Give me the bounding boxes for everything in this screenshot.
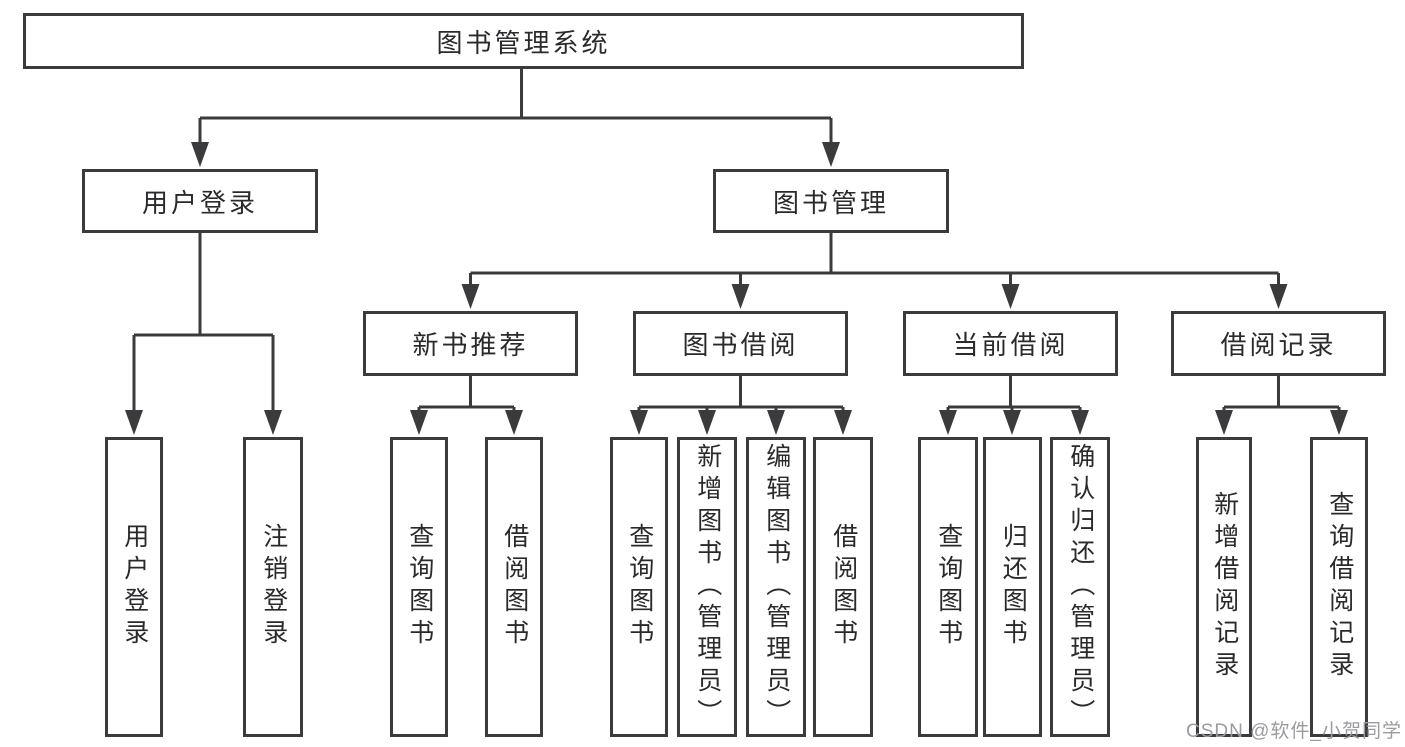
leaf-recommend-borrow-books-label: 借阅图书 bbox=[500, 523, 529, 651]
leaf-logout-label: 注销登录 bbox=[259, 523, 288, 651]
connector-root-to-level2 bbox=[191, 69, 840, 167]
leaf-user-login-label: 用户登录 bbox=[120, 523, 149, 651]
leaf-records-add-record: 新增借阅记录 bbox=[1196, 437, 1252, 737]
node-current-borrow: 当前借阅 bbox=[903, 311, 1118, 376]
node-book-management: 图书管理 bbox=[713, 169, 949, 233]
leaf-records-query-record-label: 查询借阅记录 bbox=[1325, 491, 1354, 683]
leaf-records-add-record-label: 新增借阅记录 bbox=[1210, 491, 1239, 683]
leaf-borrow-edit-books-admin-label: 编辑图书（管理员） bbox=[762, 443, 791, 731]
leaf-current-query-books: 查询图书 bbox=[918, 437, 978, 737]
connector-book-borrow-children bbox=[630, 376, 852, 435]
leaf-recommend-borrow-books: 借阅图书 bbox=[485, 437, 543, 737]
watermark: CSDN @软件_小贺同学 bbox=[1186, 721, 1402, 742]
leaf-recommend-query-books: 查询图书 bbox=[390, 437, 448, 737]
connector-new-book-recommend-children bbox=[410, 376, 523, 435]
node-user-login: 用户登录 bbox=[82, 169, 318, 233]
leaf-borrow-borrow-books: 借阅图书 bbox=[813, 437, 873, 737]
node-library-system: 图书管理系统 bbox=[23, 13, 1024, 69]
connector-borrow-records-children bbox=[1215, 376, 1348, 435]
connector-current-borrow-children bbox=[939, 376, 1089, 435]
leaf-records-query-record: 查询借阅记录 bbox=[1310, 437, 1368, 737]
connector-book-management-children bbox=[461, 233, 1288, 309]
leaf-borrow-query-books: 查询图书 bbox=[610, 437, 668, 737]
leaf-current-return-books-label: 归还图书 bbox=[999, 523, 1028, 651]
leaf-current-confirm-return-admin-label: 确认归还（管理员） bbox=[1066, 443, 1095, 731]
leaf-borrow-query-books-label: 查询图书 bbox=[625, 523, 654, 651]
node-new-book-recommend: 新书推荐 bbox=[363, 311, 578, 376]
leaf-current-return-books: 归还图书 bbox=[983, 437, 1042, 737]
leaf-recommend-query-books-label: 查询图书 bbox=[405, 523, 434, 651]
leaf-borrow-borrow-books-label: 借阅图书 bbox=[829, 523, 858, 651]
node-book-borrow: 图书借阅 bbox=[633, 311, 848, 376]
connector-user-login-children bbox=[125, 233, 282, 435]
leaf-current-confirm-return-admin: 确认归还（管理员） bbox=[1050, 437, 1110, 737]
leaf-user-login: 用户登录 bbox=[105, 437, 163, 737]
leaf-current-query-books-label: 查询图书 bbox=[934, 523, 963, 651]
leaf-borrow-add-books-admin-label: 新增图书（管理员） bbox=[693, 443, 722, 731]
leaf-borrow-add-books-admin: 新增图书（管理员） bbox=[677, 437, 737, 737]
leaf-logout: 注销登录 bbox=[243, 437, 303, 737]
leaf-borrow-edit-books-admin: 编辑图书（管理员） bbox=[746, 437, 806, 737]
node-borrow-records: 借阅记录 bbox=[1171, 311, 1386, 376]
